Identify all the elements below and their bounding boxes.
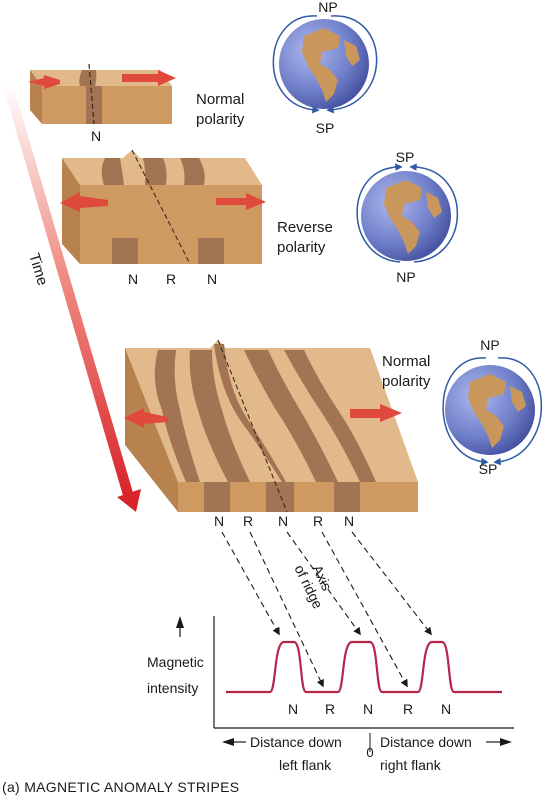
graph-ylabel: Magnetic intensity [147,654,208,696]
polarity-label-2: Reverse polarity [277,219,337,256]
stripe-label-2-n: N [207,271,217,287]
earth-globe-2 [356,163,458,263]
stripe-label-3-n: N [214,513,224,529]
globe-1-bottom-pole: SP [316,120,335,136]
graph-stripe-label-r: R [325,701,335,717]
anomaly-graph [176,616,514,729]
spread-arrows-2 [60,192,266,212]
stripe-label-2-n: N [128,271,138,287]
stripe [204,482,230,512]
globe-1-top-pole: NP [318,0,337,15]
polarity-label-1: Normal polarity [196,91,249,128]
y-axis-arrow [176,616,184,628]
zero-label: 0 [366,745,373,760]
globe-2-bottom-pole: NP [396,269,415,285]
right-distance-label: Distance down right flank [380,734,476,773]
globe-3-bottom-pole: SP [479,461,498,477]
globe-2-top-pole: SP [396,149,415,165]
globe-3-top-pole: NP [480,337,499,353]
stripe [334,482,360,512]
left-distance-label: Distance down left flank [250,734,346,773]
graph-stripe-label-n: N [363,701,373,717]
stripe [189,350,250,482]
stripe-label-3-n: N [278,513,288,529]
stripe [244,350,338,482]
stripe-label-3-r: R [313,513,323,529]
stripe [284,350,376,482]
time-label: Time [25,251,51,287]
stripe-label-2-r: R [166,271,176,287]
anomaly-curve [226,640,502,694]
crust-block-1 [30,63,172,125]
graph-stripe-label-r: R [403,701,413,717]
stripe [180,158,205,185]
crust-block-3 [125,339,418,513]
stripe [214,344,286,482]
stripe [143,158,167,185]
stripe [112,238,138,264]
stripe [266,482,294,512]
earth-globe-1 [272,15,378,114]
earth-globe-3 [442,357,542,466]
stripe [198,238,224,264]
time-arrow [3,82,141,512]
figure-caption: (a) MAGNETIC ANOMALY STRIPES [2,779,240,795]
spread-arrows-3 [124,404,402,428]
stripe [101,158,124,185]
polarity-label-3: Normal polarity [382,353,435,390]
graph-stripe-label-n: N [288,701,298,717]
stripe [86,86,102,124]
distance-axis [222,733,512,752]
stripe-label-3-n: N [344,513,354,529]
projection-arrows [221,531,432,688]
spread-arrows-1 [28,70,176,89]
graph-stripe-label-n: N [441,701,451,717]
stripe-label-1-n: N [91,128,101,144]
stripe [79,70,97,86]
stripe [154,350,200,482]
axis-of-ridge-label: Axis of ridge [291,555,340,611]
stripe-label-3-r: R [243,513,253,529]
